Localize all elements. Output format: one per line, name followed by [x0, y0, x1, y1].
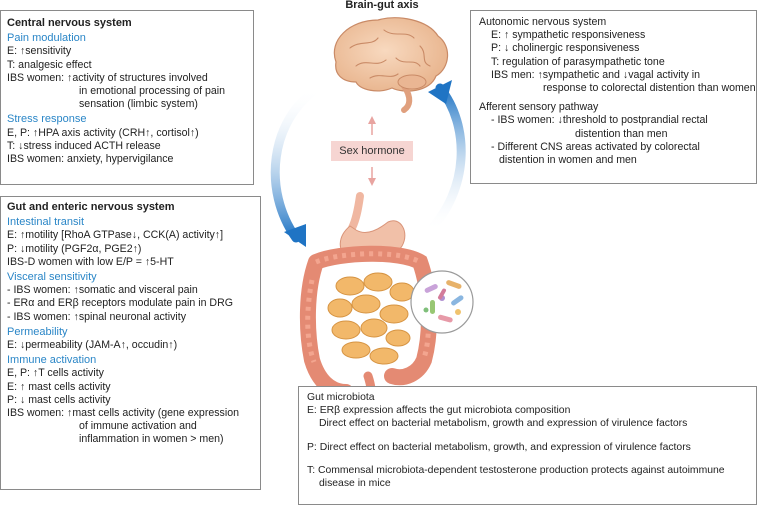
afferent-line: - Different CNS areas activated by color… [491, 140, 700, 153]
hormone-up-arrow [368, 116, 376, 135]
microbiota-line-e: Direct effect on bacterial metabolism, g… [319, 418, 688, 430]
microbiota-icon [410, 270, 474, 334]
afferent-heading: Afferent sensory pathway [479, 101, 599, 114]
stress-line: T: ↓stress induced ACTH release [7, 139, 161, 152]
immune-line: P: ↓ mast cells activity [7, 393, 111, 406]
immune-line: E, P: ↑T cells activity [7, 367, 104, 380]
cns-title: Central nervous system [7, 17, 132, 29]
pain-line: T: analgesic effect [7, 58, 92, 71]
visceral-line: - ERα and ERβ receptors modulate pain in… [7, 297, 233, 310]
pain-line: IBS women: ↑activity of structures invol… [7, 71, 208, 84]
visceral-sensitivity-heading: Visceral sensitivity [7, 271, 97, 284]
permeability-line: E: ↓permeability (JAM-A↑, occudin↑) [7, 339, 178, 352]
ans-line: T: regulation of parasympathetic tone [491, 55, 665, 68]
stress-line: IBS women: anxiety, hypervigilance [7, 153, 174, 166]
microbiota-heading: Gut microbiota [307, 392, 375, 403]
immune-line: IBS women: ↑mast cells activity (gene ex… [7, 407, 239, 420]
afferent-line: distention than men [575, 127, 668, 140]
stress-response-heading: Stress response [7, 113, 87, 126]
transit-line: E: ↑motility [RhoA GTPase↓, CCK(A) activ… [7, 229, 224, 242]
left-descending-arrow [270, 83, 323, 247]
transit-line: P: ↓motility (PGF2α, PGE2↑) [7, 242, 142, 255]
ans-line: P: ↓ cholinergic responsiveness [491, 42, 640, 55]
afferent-line: - IBS women: ↓threshold to postprandial … [491, 114, 708, 127]
microbiota-panel: Gut microbiota E: ERβ expression affects… [298, 386, 757, 505]
ans-heading: Autonomic nervous system [479, 16, 607, 28]
immune-line: inflammation in women > men) [79, 433, 224, 446]
pain-line: in emotional processing of pain [79, 85, 226, 98]
microbiota-line-e: E: ERβ expression affects the gut microb… [307, 405, 571, 417]
visceral-line: - IBS women: ↑spinal neuronal activity [7, 310, 186, 323]
immune-line: E: ↑ mast cells activity [7, 380, 111, 393]
immune-activation-heading: Immune activation [7, 354, 97, 367]
microbiota-line-t: disease in mice [319, 478, 391, 490]
pain-line: sensation (limbic system) [79, 98, 198, 111]
ans-line: response to colorectal distention than w… [543, 82, 756, 95]
right-ascending-arrow [423, 80, 466, 237]
intestinal-transit-heading: Intestinal transit [7, 216, 85, 229]
hormone-down-arrow [368, 167, 376, 186]
diagram-title: Brain-gut axis [345, 0, 419, 11]
pain-line: E: ↑sensitivity [7, 45, 72, 58]
gut-panel: Gut and enteric nervous system Intestina… [0, 196, 261, 490]
ans-line: IBS men: ↑sympathetic and ↓vagal activit… [491, 68, 701, 81]
ans-line: E: ↑ sympathetic responsiveness [491, 29, 646, 42]
ans-panel: Autonomic nervous system E: ↑ sympatheti… [470, 10, 757, 184]
brain-icon [333, 17, 449, 113]
transit-line: IBS-D women with low E/P = ↑5-HT [7, 255, 174, 268]
stress-line: E, P: ↑HPA axis activity (CRH↑, cortisol… [7, 126, 199, 139]
immune-line: of immune activation and [79, 420, 197, 433]
microbiota-line-t: T: Commensal microbiota-dependent testos… [307, 464, 725, 476]
permeability-heading: Permeability [7, 325, 68, 338]
sex-hormone-label: Sex hormone [331, 141, 413, 161]
gut-title: Gut and enteric nervous system [7, 201, 175, 213]
pain-modulation-heading: Pain modulation [7, 32, 86, 45]
microbiota-line-p: P: Direct effect on bacterial metabolism… [307, 441, 691, 453]
visceral-line: - IBS women: ↑somatic and visceral pain [7, 284, 198, 297]
afferent-line: distention in women and men [499, 154, 637, 167]
cns-panel: Central nervous system Pain modulation E… [0, 10, 254, 185]
